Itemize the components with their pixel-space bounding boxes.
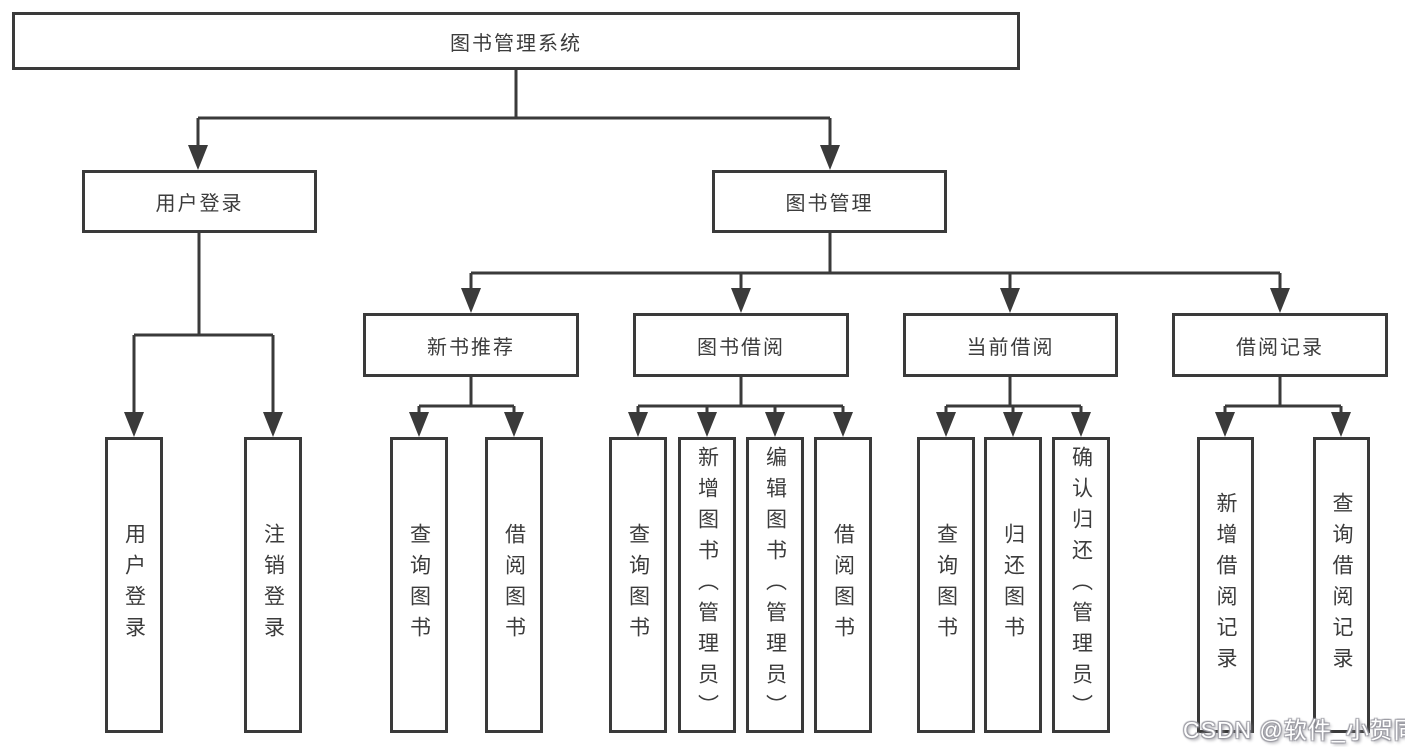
- leaf-query-books-borrow: 查询图书: [609, 437, 667, 733]
- leaf-borrow-books: 借阅图书: [814, 437, 872, 733]
- leaf-add-borrow-record: 新增借阅记录: [1197, 437, 1254, 733]
- arrow-heads: [124, 145, 1351, 437]
- leaf-user-login: 用户登录: [105, 437, 163, 733]
- leaf-borrow-books-recommend: 借阅图书: [485, 437, 543, 733]
- leaf-add-books-admin: 新增图书（管理员）: [678, 437, 736, 733]
- node-book-management: 图书管理: [712, 170, 947, 233]
- node-current-borrow: 当前借阅: [903, 313, 1118, 377]
- leaf-logout: 注销登录: [244, 437, 302, 733]
- leaf-query-books-current: 查询图书: [917, 437, 975, 733]
- node-book-borrow: 图书借阅: [633, 313, 849, 377]
- node-root-system: 图书管理系统: [12, 12, 1020, 70]
- leaf-return-books: 归还图书: [984, 437, 1042, 733]
- csdn-watermark: CSDN @软件_小贺同学: [1183, 717, 1405, 743]
- leaf-query-books-recommend: 查询图书: [390, 437, 448, 733]
- node-new-book-recommend: 新书推荐: [363, 313, 579, 377]
- leaf-edit-books-admin: 编辑图书（管理员）: [746, 437, 804, 733]
- leaf-confirm-return-admin: 确认归还（管理员）: [1052, 437, 1110, 733]
- node-user-login: 用户登录: [82, 170, 317, 233]
- leaf-query-borrow-record: 查询借阅记录: [1313, 437, 1370, 733]
- node-borrow-records: 借阅记录: [1172, 313, 1388, 377]
